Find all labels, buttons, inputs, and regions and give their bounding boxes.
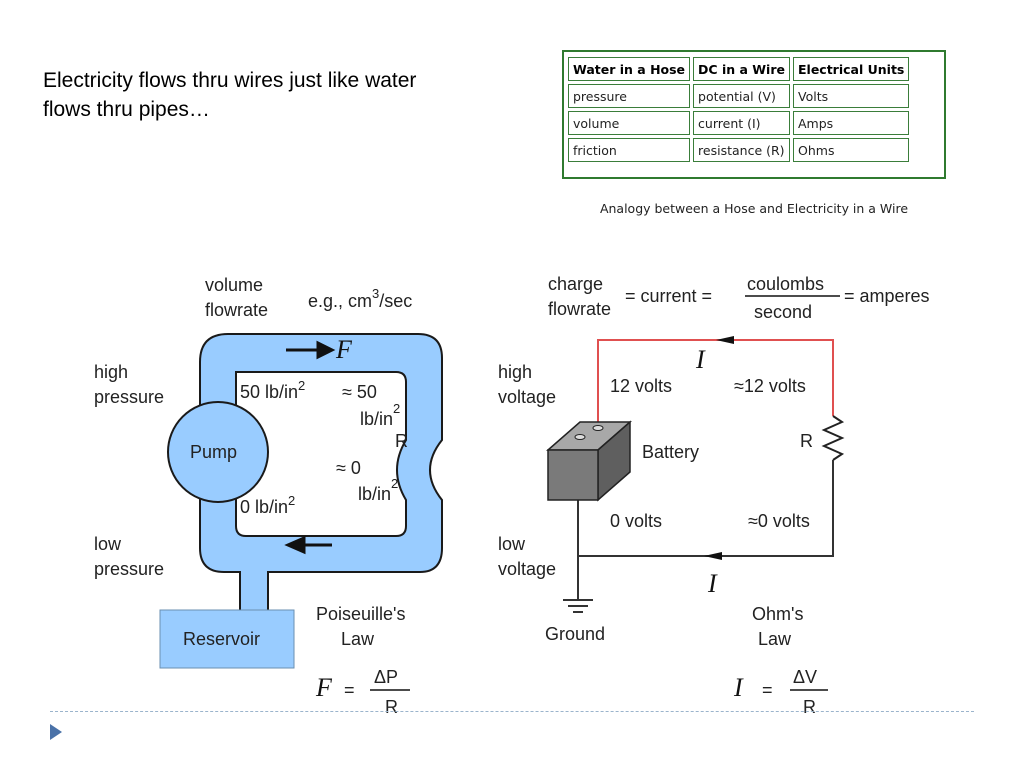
ohm-eq-numerator: ΔV <box>793 667 817 687</box>
intro-line-2: flows thru pipes… <box>43 98 210 121</box>
battery-label: Battery <box>642 442 699 462</box>
charge-flowrate-label: charge <box>548 274 603 294</box>
pressure-top-left: 50 lb/in2 <box>240 378 305 402</box>
current-equation-text: = current = <box>625 286 712 306</box>
reservoir-tank <box>159 609 295 669</box>
voltage-12-left: 12 volts <box>610 376 672 396</box>
high-pressure-label: high <box>94 362 128 382</box>
pump-shape <box>167 401 269 503</box>
low-pressure-label: pressure <box>94 559 164 579</box>
reservoir-label: Reservoir <box>183 629 260 649</box>
low-voltage-label: voltage <box>498 559 556 579</box>
pressure-bottom-right: ≈ 0 <box>336 458 361 478</box>
table-cell: Volts <box>793 84 910 108</box>
flow-units-label: e.g., cm3/sec <box>308 286 412 311</box>
table-row: volume current (I) Amps <box>568 111 910 135</box>
table-cell: friction <box>568 138 691 162</box>
voltage-12-right: ≈12 volts <box>734 376 806 396</box>
reservoir-pipe-fill <box>241 570 267 612</box>
low-voltage-label: low <box>498 534 526 554</box>
high-pressure-label: pressure <box>94 387 164 407</box>
flow-arrow-bottom-icon <box>284 535 332 555</box>
pressure-bottom-left: 0 lb/in2 <box>240 493 295 517</box>
table-row: friction resistance (R) Ohms <box>568 138 910 162</box>
table-cell: pressure <box>568 84 691 108</box>
amperes-label: = amperes <box>844 286 930 306</box>
voltage-0-right: ≈0 volts <box>748 511 810 531</box>
low-voltage-wire <box>578 460 834 557</box>
table-header: Water in a Hose <box>568 57 691 81</box>
pressure-top-right: ≈ 50 <box>342 382 377 402</box>
battery-icon <box>546 420 632 502</box>
ground-label: Ground <box>545 624 605 644</box>
table-caption: Analogy between a Hose and Electricity i… <box>599 201 909 216</box>
pump-label: Pump <box>190 442 237 462</box>
poiseuille-law-label: Law <box>341 629 375 649</box>
current-arrow-bottom-icon <box>704 552 722 560</box>
volume-flowrate-label: flowrate <box>205 300 268 320</box>
resistance-label: R <box>395 431 408 451</box>
ohms-law-label: Law <box>758 629 792 649</box>
table-header: DC in a Wire <box>693 57 790 81</box>
table-cell: potential (V) <box>693 84 790 108</box>
flow-symbol: F <box>335 335 353 364</box>
voltage-0-left: 0 volts <box>610 511 662 531</box>
pressure-top-right-units: lb/in2 <box>360 401 400 429</box>
current-symbol-bottom: I <box>707 569 718 598</box>
ohm-eq-equals: = <box>762 680 773 700</box>
slide-bullet-icon <box>50 724 62 740</box>
resistor-label: R <box>800 431 813 451</box>
pressure-bottom-right-units: lb/in2 <box>358 476 398 504</box>
poiseuille-eq-denominator: R <box>385 697 398 717</box>
footer-divider <box>50 711 974 712</box>
analogy-table-frame: Water in a Hose DC in a Wire Electrical … <box>562 50 946 179</box>
current-eq-denominator: second <box>754 302 812 322</box>
ohm-eq-lhs: I <box>733 673 744 702</box>
analogy-table: Water in a Hose DC in a Wire Electrical … <box>565 54 912 165</box>
table-header: Electrical Units <box>793 57 910 81</box>
poiseuille-eq-numerator: ΔP <box>374 667 398 687</box>
ground-icon <box>563 599 593 613</box>
table-cell: Amps <box>793 111 910 135</box>
volume-flowrate-label: volume <box>205 275 263 295</box>
water-diagram: volume flowrate e.g., cm3/sec F high pre… <box>94 275 443 717</box>
ohms-law-label: Ohm's <box>752 604 803 624</box>
high-voltage-wire <box>597 339 834 428</box>
reservoir-pipe <box>239 572 269 610</box>
circuit-diagram: charge flowrate = current = coulombs sec… <box>498 274 930 717</box>
poiseuille-eq-equals: = <box>344 680 355 700</box>
table-cell: resistance (R) <box>693 138 790 162</box>
intro-line-1: Electricity flows thru wires just like w… <box>43 69 417 92</box>
flow-arrow-top-icon <box>286 340 336 360</box>
high-voltage-label: high <box>498 362 532 382</box>
low-pressure-label: low <box>94 534 122 554</box>
intro-text: Electricity flows thru wires just like w… <box>43 66 523 124</box>
table-cell: Ohms <box>793 138 910 162</box>
table-header-row: Water in a Hose DC in a Wire Electrical … <box>568 57 910 81</box>
ohm-eq-denominator: R <box>803 697 816 717</box>
charge-flowrate-label: flowrate <box>548 299 611 319</box>
poiseuille-eq-lhs: F <box>315 673 333 702</box>
table-row: pressure potential (V) Volts <box>568 84 910 108</box>
table-cell: current (I) <box>693 111 790 135</box>
water-pipe <box>199 333 443 573</box>
high-voltage-label: voltage <box>498 387 556 407</box>
current-arrow-top-icon <box>716 336 734 344</box>
table-cell: volume <box>568 111 691 135</box>
poiseuille-law-label: Poiseuille's <box>316 604 405 624</box>
current-symbol-top: I <box>695 345 706 374</box>
resistor-icon <box>821 415 845 461</box>
current-eq-numerator: coulombs <box>747 274 824 294</box>
